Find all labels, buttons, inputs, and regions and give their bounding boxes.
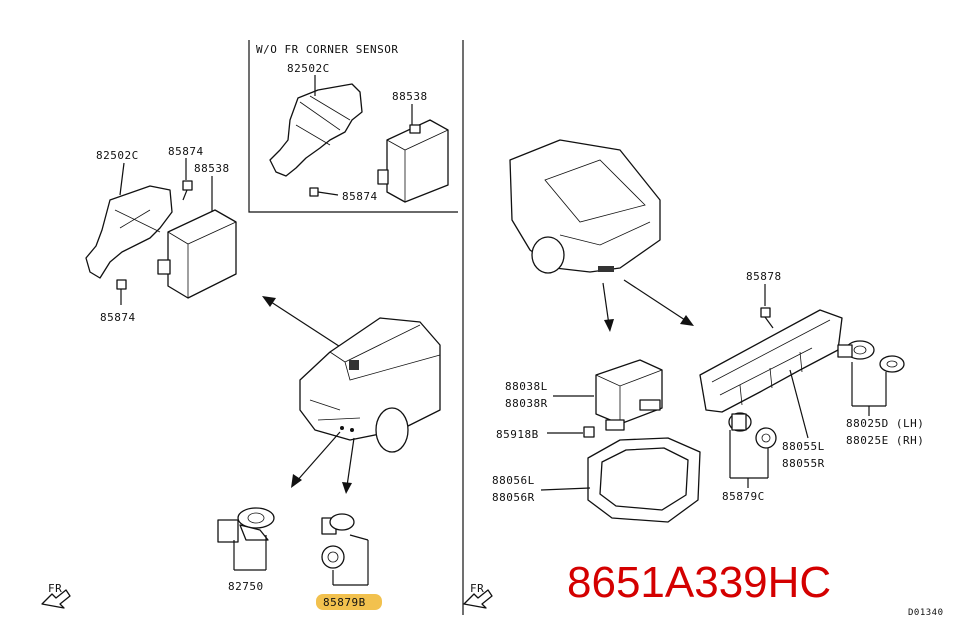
arrow-to-module xyxy=(267,299,346,351)
frame-88056 xyxy=(587,437,701,523)
leader xyxy=(789,369,809,439)
label-88056r: 88056R xyxy=(492,491,535,504)
clip-85918b xyxy=(583,426,595,438)
inset-box xyxy=(248,40,458,213)
label-88538-inset: 88538 xyxy=(392,90,428,103)
sensor-82750 xyxy=(217,507,275,543)
leader xyxy=(540,487,591,491)
label-85879b: 85879B xyxy=(323,596,366,609)
label-85878: 85878 xyxy=(746,270,782,283)
arrowhead xyxy=(262,296,276,307)
sensor-85879b xyxy=(321,513,355,569)
label-82502c-inset: 82502C xyxy=(287,62,330,75)
label-85874-top: 85874 xyxy=(168,145,204,158)
label-85874-bottom: 85874 xyxy=(100,311,136,324)
leader xyxy=(119,162,125,196)
arrow-to-85879b xyxy=(346,437,355,487)
label-88025e: 88025E (RH) xyxy=(846,434,924,447)
diagram-id: D01340 xyxy=(908,608,944,618)
label-82750: 82750 xyxy=(228,580,264,593)
label-88025d: 88025D (LH) xyxy=(846,417,924,430)
module-main xyxy=(157,209,237,299)
bumper-bracket-88055 xyxy=(699,309,843,413)
part-number-code: 8651A339HC xyxy=(567,558,831,607)
label-88055l: 88055L xyxy=(782,440,825,453)
bolt-85878 xyxy=(760,307,774,329)
rear-car-illustration xyxy=(509,139,661,274)
bolt-top xyxy=(182,180,193,201)
bracket-inset xyxy=(269,83,363,177)
leader xyxy=(349,534,369,541)
arrowhead xyxy=(291,474,302,488)
front-car-illustration xyxy=(299,317,441,453)
label-88055r: 88055R xyxy=(782,457,825,470)
label-85879c: 85879C xyxy=(722,490,765,503)
arrowhead xyxy=(680,315,694,326)
section-title: W/O FR CORNER SENSOR xyxy=(256,43,398,56)
fr-arrow-left-icon xyxy=(41,589,71,609)
arrow-to-88055 xyxy=(623,279,689,323)
label-82502c-main: 82502C xyxy=(96,149,139,162)
fr-label-left: FR xyxy=(48,582,62,595)
radar-module-88038 xyxy=(595,359,663,431)
label-88538-main: 88538 xyxy=(194,162,230,175)
fr-arrow-right-icon xyxy=(463,589,493,609)
sensor-85879c-pair xyxy=(728,412,777,449)
label-85874-inset: 85874 xyxy=(342,190,378,203)
highlight-85879b xyxy=(316,594,382,610)
label-85918b: 85918B xyxy=(496,428,539,441)
sensor-88025-pair xyxy=(837,340,905,373)
arrowhead xyxy=(604,319,614,332)
arrow-to-88038 xyxy=(602,282,610,326)
label-88038l: 88038L xyxy=(505,380,548,393)
label-88056l: 88056L xyxy=(492,474,535,487)
bolt-inset xyxy=(309,187,339,197)
fr-label-right: FR xyxy=(470,582,484,595)
bracket-main xyxy=(85,185,173,279)
arrow-to-82750 xyxy=(295,431,341,483)
arrowhead xyxy=(342,482,352,494)
bolt-bottom xyxy=(116,279,127,305)
label-88038r: 88038R xyxy=(505,397,548,410)
module-inset xyxy=(377,119,449,203)
